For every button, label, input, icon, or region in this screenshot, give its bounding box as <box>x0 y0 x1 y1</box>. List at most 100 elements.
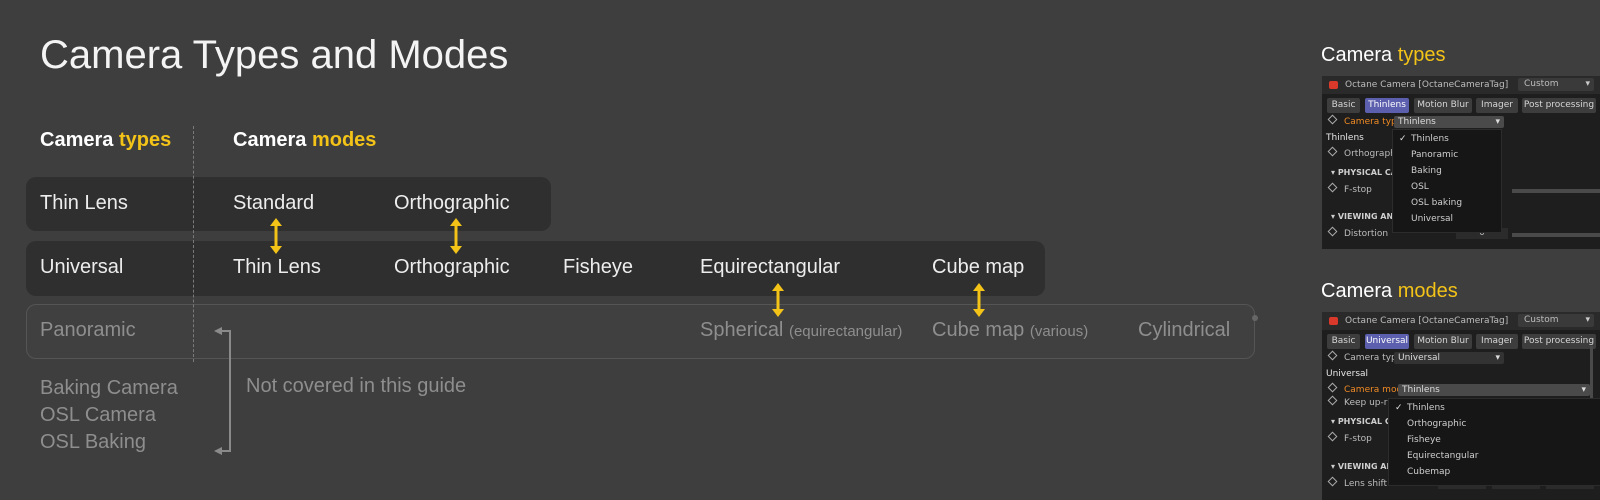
mode-panoramic-cube-map-main: Cube map <box>932 319 1025 341</box>
panel-types-distortion-slider[interactable] <box>1512 233 1600 237</box>
tab-thinlens[interactable]: Thinlens <box>1365 98 1409 113</box>
panel-modes-title-prefix: Camera <box>1321 280 1393 302</box>
panel-modes-keep-upright-row: Keep up-righ <box>1327 395 1402 408</box>
panel-types-header-label: Octane Camera [OctaneCameraTag] <box>1345 80 1509 90</box>
panel-modes-camera-type-row: Camera type <box>1327 350 1403 363</box>
mode-panoramic-cylindrical: Cylindrical <box>1138 319 1231 341</box>
panel-types-distortion-label: Distortion <box>1344 229 1389 239</box>
dropdown-option-fisheye[interactable]: Fisheye <box>1407 435 1441 445</box>
keyframe-diamond-icon[interactable] <box>1327 226 1338 237</box>
column-header-types-prefix: Camera <box>40 129 114 151</box>
mode-universal-equirectangular: Equirectangular <box>700 256 841 278</box>
mode-universal-cube-map: Cube map <box>932 256 1025 278</box>
mode-universal-thin-lens: Thin Lens <box>233 256 321 278</box>
page-title: Camera Types and Modes <box>40 33 509 77</box>
panel-camera-types: Octane Camera [OctaneCameraTag] Custom B… <box>1322 76 1600 249</box>
panel-modes-keep-upright-label: Keep up-righ <box>1344 398 1402 408</box>
tab-imager[interactable]: Imager <box>1476 334 1518 349</box>
panel-types-title-prefix: Camera <box>1321 44 1393 66</box>
mode-panoramic-spherical-main: Spherical <box>700 319 784 341</box>
mode-panoramic-spherical: Spherical (equirectangular) <box>700 319 902 342</box>
panel-modes-camera-mode-row: Camera mode <box>1327 382 1408 395</box>
tab-post-processing[interactable]: Post processing <box>1522 334 1596 349</box>
type-thin-lens: Thin Lens <box>40 192 128 214</box>
column-header-modes-accent: modes <box>311 129 377 151</box>
column-header-types: Camera types <box>40 129 171 152</box>
check-icon: ✓ <box>1399 134 1407 144</box>
dropdown-option-panoramic[interactable]: Panoramic <box>1411 150 1459 160</box>
mode-panoramic-spherical-sub: (equirectangular) <box>788 323 903 340</box>
keyframe-diamond-icon[interactable] <box>1327 146 1338 157</box>
panel-modes-preset-select[interactable]: Custom <box>1518 314 1594 327</box>
panel-modes-camera-mode-select[interactable]: Thinlens <box>1398 384 1590 396</box>
tab-motion-blur[interactable]: Motion Blur <box>1414 334 1472 349</box>
not-covered-osl-camera: OSL Camera <box>40 404 156 426</box>
camera-icon <box>1329 317 1338 325</box>
panel-modes-viewing-angle-section[interactable]: ▾ VIEWING AN <box>1331 462 1394 471</box>
dropdown-option-thinlens[interactable]: Thinlens <box>1411 134 1449 144</box>
mode-universal-fisheye: Fisheye <box>563 256 634 278</box>
tab-universal[interactable]: Universal <box>1365 334 1409 349</box>
type-universal: Universal <box>40 256 124 278</box>
mode-panoramic-cube-map-sub: (various) <box>1029 323 1089 340</box>
panel-types-viewing-angle-section[interactable]: ▾ VIEWING ANG <box>1331 212 1400 221</box>
type-panoramic: Panoramic <box>40 319 136 341</box>
keyframe-diamond-icon[interactable] <box>1327 382 1338 393</box>
panel-modes-header: Octane Camera [OctaneCameraTag] Custom <box>1322 312 1600 330</box>
dropdown-option-cubemap[interactable]: Cubemap <box>1407 467 1451 477</box>
mode-orthographic: Orthographic <box>394 192 510 214</box>
mode-standard: Standard <box>233 192 315 214</box>
panel-types-camera-type-row: Camera type <box>1327 114 1402 127</box>
panel-modes-camera-type-select[interactable]: Universal <box>1394 352 1504 364</box>
mode-panoramic-cube-map: Cube map (various) <box>932 319 1088 342</box>
panel-modes-fstop-label: F-stop <box>1344 434 1372 444</box>
panel-types-orthographic-label: Orthographic <box>1344 149 1404 159</box>
keyframe-diamond-icon[interactable] <box>1327 350 1338 361</box>
panel-modes-scrollbar[interactable] <box>1590 346 1593 406</box>
dropdown-option-osl-baking[interactable]: OSL baking <box>1411 198 1463 208</box>
tab-imager[interactable]: Imager <box>1476 98 1518 113</box>
panel-modes-camera-mode-label: Camera mode <box>1344 385 1408 395</box>
panel-modes-physical-camera-section[interactable]: ▾ PHYSICAL CA <box>1331 417 1397 426</box>
keyframe-diamond-icon[interactable] <box>1327 476 1338 487</box>
tab-basic[interactable]: Basic <box>1327 98 1360 113</box>
panel-types-preset-select[interactable]: Custom <box>1518 78 1594 91</box>
arrow-cube-map-to-cube-map <box>973 283 985 317</box>
dropdown-option-baking[interactable]: Baking <box>1411 166 1442 176</box>
panel-types-section-label: Thinlens <box>1326 133 1364 143</box>
panel-types-physical-camera-section[interactable]: ▾ PHYSICAL CA <box>1331 168 1397 177</box>
tab-motion-blur[interactable]: Motion Blur <box>1414 98 1472 113</box>
mode-universal-orthographic: Orthographic <box>394 256 510 278</box>
panel-types-title: Camera types <box>1321 44 1446 67</box>
column-header-types-accent: types <box>118 129 172 151</box>
arrow-standard-to-thin-lens <box>270 218 282 254</box>
universal-row-band <box>26 241 1045 296</box>
panel-types-distortion-field[interactable]: 0 <box>1456 228 1508 239</box>
dropdown-option-orthographic[interactable]: Orthographic <box>1407 419 1467 429</box>
panel-types-camera-type-select[interactable]: Thinlens <box>1394 116 1504 128</box>
panel-modes-camera-type-label: Camera type <box>1344 353 1403 363</box>
panel-types-header: Octane Camera [OctaneCameraTag] Custom <box>1322 76 1600 94</box>
tab-basic[interactable]: Basic <box>1327 334 1360 349</box>
not-covered-note: Not covered in this guide <box>246 375 467 397</box>
keyframe-diamond-icon[interactable] <box>1327 431 1338 442</box>
panel-modes-lens-shift-row: Lens shift <box>1327 476 1387 489</box>
panel-types-fstop-slider[interactable] <box>1512 189 1600 193</box>
panel-types-orthographic-row: Orthographic <box>1327 146 1404 159</box>
panel-modes-fstop-row: F-stop <box>1327 431 1372 444</box>
panel-camera-modes: Octane Camera [OctaneCameraTag] Custom B… <box>1322 312 1600 500</box>
panel-types-fstop-row: F-stop <box>1327 182 1372 195</box>
panel-types-title-accent: types <box>1397 44 1446 66</box>
keyframe-diamond-icon[interactable] <box>1327 395 1338 406</box>
panel-modes-title-accent: modes <box>1397 280 1458 302</box>
dropdown-option-equirectangular[interactable]: Equirectangular <box>1407 451 1479 461</box>
camera-icon <box>1329 81 1338 89</box>
dropdown-option-thinlens[interactable]: Thinlens <box>1407 403 1445 413</box>
dropdown-option-universal[interactable]: Universal <box>1411 214 1454 224</box>
dropdown-option-osl[interactable]: OSL <box>1411 182 1429 192</box>
keyframe-diamond-icon[interactable] <box>1327 114 1338 125</box>
keyframe-diamond-icon[interactable] <box>1327 182 1338 193</box>
tab-post-processing[interactable]: Post processing <box>1522 98 1596 113</box>
panoramic-band-end-dot <box>1252 315 1258 321</box>
